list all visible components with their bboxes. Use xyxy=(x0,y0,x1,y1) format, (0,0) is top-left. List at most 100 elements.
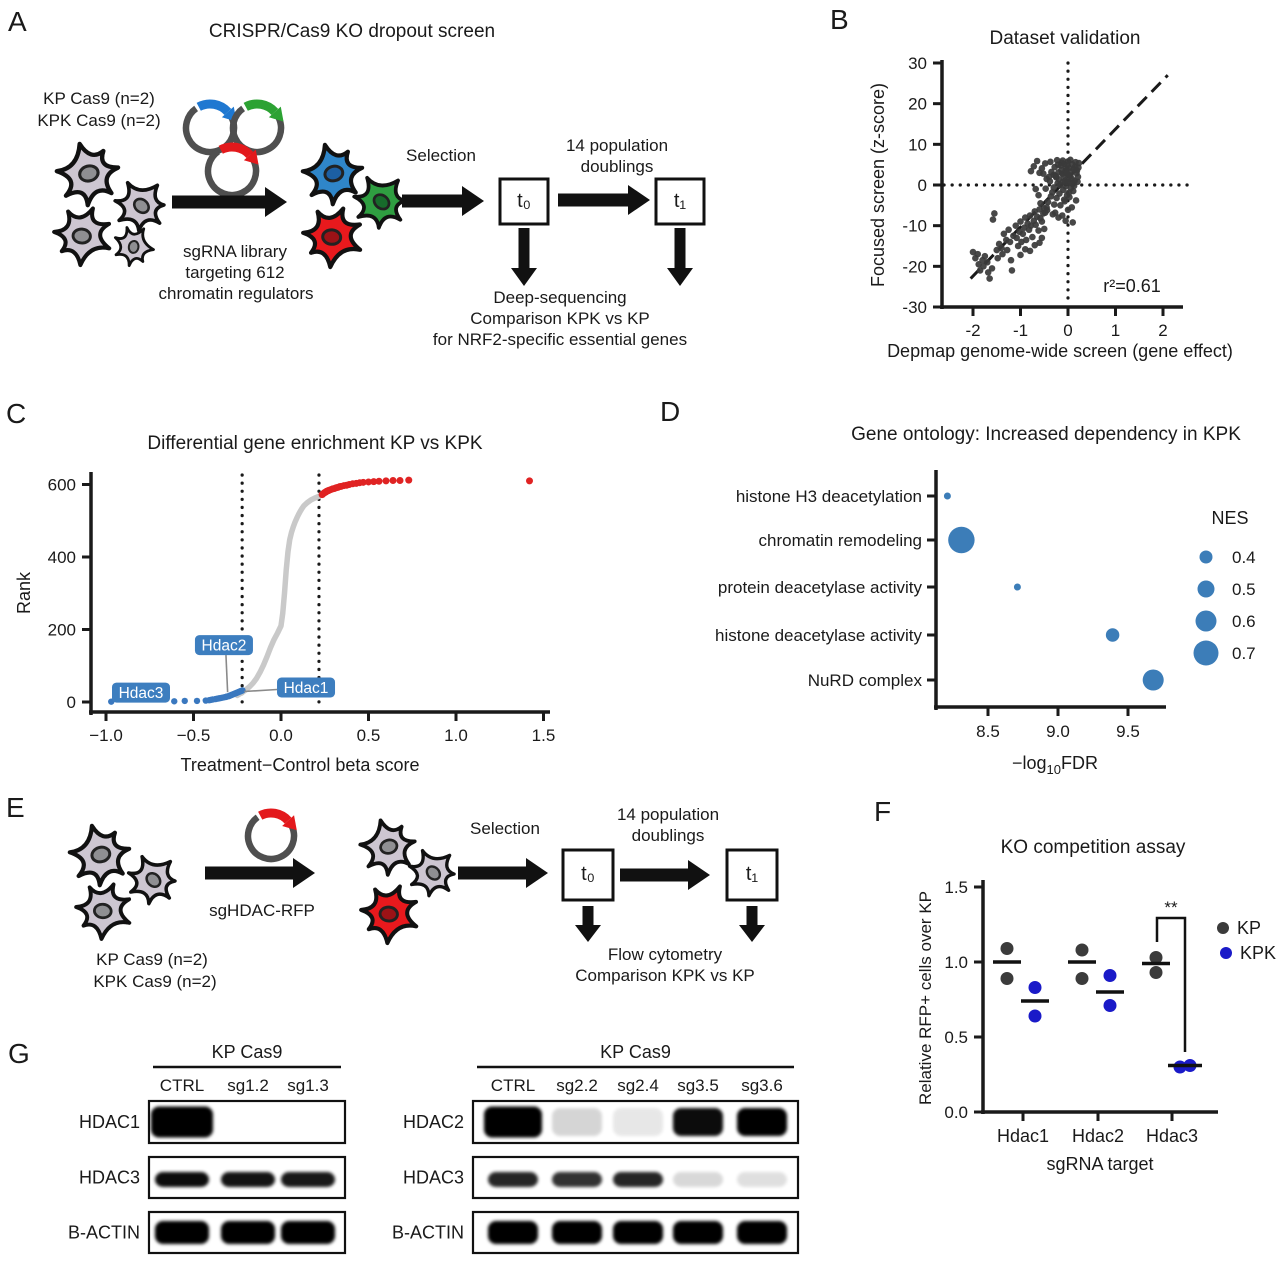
protein-band xyxy=(673,1172,723,1187)
cell xyxy=(113,180,166,233)
data-point xyxy=(1057,202,1064,209)
depleted-gene-point xyxy=(239,687,246,694)
data-point xyxy=(1075,972,1089,985)
cell-nucleus xyxy=(90,845,112,864)
data-point xyxy=(1035,191,1042,199)
r-squared-annotation: r²=0.61 xyxy=(1103,276,1161,296)
enriched-gene-point xyxy=(405,476,413,484)
cell-nucleus xyxy=(378,905,399,923)
x-tick-label: 0.0 xyxy=(269,726,293,745)
data-point xyxy=(1036,169,1043,177)
protein-band xyxy=(155,1172,209,1187)
x-tick-label: 9.0 xyxy=(1046,722,1070,741)
t1-label: t₁ xyxy=(745,863,759,885)
panel-a-title: CRISPR/Cas9 KO dropout screen xyxy=(208,21,496,42)
protein-band xyxy=(488,1221,538,1244)
data-point xyxy=(1044,198,1052,206)
data-point xyxy=(989,216,997,223)
data-point xyxy=(1149,966,1163,979)
cell-nucleus xyxy=(372,193,391,211)
y-axis-label: Relative RFP+ cells over KP xyxy=(916,891,935,1105)
legend-value-label: 0.4 xyxy=(1232,548,1256,567)
panel-e-diagram xyxy=(67,808,779,946)
enriched-gene-point xyxy=(389,477,397,485)
enriched-gene-point xyxy=(375,477,383,485)
rank-curve xyxy=(234,493,323,699)
data-point xyxy=(1075,943,1089,957)
plasmid-arrowhead xyxy=(268,106,284,122)
cell-nucleus xyxy=(145,871,162,889)
data-point xyxy=(1050,201,1058,208)
cell-nucleus xyxy=(78,164,100,183)
antibody-label: HDAC1 xyxy=(79,1112,140,1132)
go-term-dot xyxy=(943,492,951,500)
x-tick-label: 9.5 xyxy=(1116,722,1140,741)
protein-band xyxy=(155,1221,209,1244)
data-point xyxy=(1043,175,1050,183)
arrow xyxy=(558,185,650,215)
library-label: chromatin regulators xyxy=(158,284,314,303)
chart-title: KO competition assay xyxy=(1001,837,1186,858)
data-point xyxy=(1064,161,1071,169)
cell xyxy=(358,818,417,877)
protein-band xyxy=(613,1221,663,1244)
data-point xyxy=(1031,241,1039,249)
y-tick-label: -30 xyxy=(902,298,927,317)
enriched-gene-point xyxy=(396,477,404,485)
data-point xyxy=(1103,999,1117,1012)
lane-label: sg2.2 xyxy=(556,1076,598,1095)
depleted-gene-point xyxy=(193,697,201,705)
protein-band xyxy=(281,1172,335,1187)
data-point xyxy=(998,244,1005,252)
doublings-label: doublings xyxy=(580,157,654,176)
data-point xyxy=(1028,981,1042,994)
data-point xyxy=(1103,969,1117,982)
cell xyxy=(359,884,419,946)
data-point xyxy=(1042,185,1049,192)
data-point xyxy=(1062,217,1069,225)
antibody-label: HDAC3 xyxy=(79,1168,140,1188)
x-tick-label: 0.5 xyxy=(357,726,381,745)
panel-a-diagram xyxy=(52,99,706,286)
data-point xyxy=(1038,234,1046,242)
depleted-gene-point xyxy=(181,697,188,705)
cell xyxy=(52,206,112,268)
x-tick-label: 1.5 xyxy=(532,726,556,745)
plasmid-arrowhead xyxy=(243,149,259,165)
panel-label-c: C xyxy=(6,398,27,429)
t1-label: t₁ xyxy=(673,190,687,212)
category-label: histone deacetylase activity xyxy=(715,626,922,645)
data-point xyxy=(1000,972,1014,985)
x-tick-label: Hdac2 xyxy=(1072,1126,1124,1146)
data-point xyxy=(1048,168,1055,176)
go-term-dot xyxy=(1013,583,1021,591)
data-point xyxy=(1074,178,1081,186)
data-point xyxy=(1059,178,1067,185)
cell xyxy=(74,882,132,941)
antibody-label: B-ACTIN xyxy=(68,1223,140,1243)
x-axis-label: Treatment−Control beta score xyxy=(181,755,420,775)
cell xyxy=(126,854,177,906)
data-point xyxy=(1075,159,1083,167)
protein-band xyxy=(552,1108,602,1136)
data-point xyxy=(1069,219,1077,226)
t0-box xyxy=(561,848,615,902)
data-point xyxy=(1003,246,1011,254)
legend-size-dot xyxy=(1199,550,1213,564)
protein-band xyxy=(221,1172,275,1187)
arrow xyxy=(205,858,315,888)
data-point xyxy=(1000,230,1008,238)
data-point xyxy=(1029,233,1036,241)
data-point xyxy=(1017,251,1024,259)
cell-line-label: KP Cas9 (n=2) xyxy=(96,950,208,969)
data-point xyxy=(1052,172,1059,180)
data-point xyxy=(1008,267,1016,274)
protein-band xyxy=(552,1221,602,1244)
y-tick-label: 0 xyxy=(918,176,927,195)
x-axis-label: −log10FDR xyxy=(1012,753,1098,777)
data-point xyxy=(1037,200,1044,207)
panel-label-b: B xyxy=(830,4,849,35)
data-point xyxy=(1074,173,1082,181)
